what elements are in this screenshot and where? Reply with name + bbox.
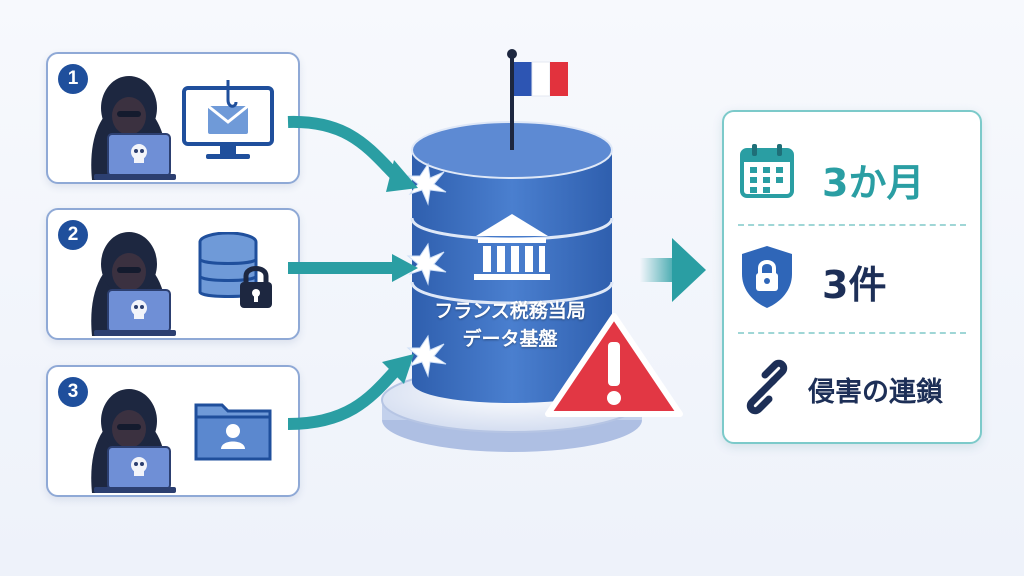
user-folder-icon xyxy=(194,403,272,461)
step-badge-1: 1 xyxy=(58,64,88,94)
attack-arrow-2 xyxy=(288,254,418,282)
database-label-line1: フランス税務当局 xyxy=(434,300,586,322)
hacker-icon xyxy=(91,232,176,336)
phishing-email-icon xyxy=(182,80,274,159)
summary-divider xyxy=(738,224,966,226)
warning-triangle-icon xyxy=(545,313,683,417)
locked-database-icon xyxy=(198,232,272,308)
summary-panel: 3か月 3件 侵害の連鎖 xyxy=(722,110,982,444)
database-label-line2: データ基盤 xyxy=(462,328,558,350)
step-badge-3: 3 xyxy=(58,377,88,407)
hacker-icon xyxy=(91,389,176,493)
chain-link-icon xyxy=(746,359,788,415)
step-badge-2: 2 xyxy=(58,220,88,250)
summary-divider xyxy=(738,332,966,334)
attack-card-1: 1 xyxy=(46,52,300,184)
summary-row-chain: 侵害の連鎖 xyxy=(724,336,980,436)
summary-chain-text: 侵害の連鎖 xyxy=(808,377,943,408)
summary-count-text: 3件 xyxy=(822,263,887,307)
calendar-icon xyxy=(740,144,794,198)
summary-duration-text: 3か月 xyxy=(822,161,925,205)
hacker-icon xyxy=(91,76,176,180)
attack-arrow-3 xyxy=(287,354,414,430)
attack-card-3: 3 xyxy=(46,365,300,497)
france-flag-icon xyxy=(507,49,568,150)
impact-burst xyxy=(406,162,447,378)
summary-row-duration: 3か月 xyxy=(724,122,980,222)
government-building-icon xyxy=(474,214,550,280)
shield-lock-icon xyxy=(742,246,792,308)
summary-row-count: 3件 xyxy=(724,228,980,328)
attack-card-2: 2 xyxy=(46,208,300,340)
attack-arrow-1 xyxy=(287,115,418,192)
result-arrow xyxy=(640,238,706,302)
